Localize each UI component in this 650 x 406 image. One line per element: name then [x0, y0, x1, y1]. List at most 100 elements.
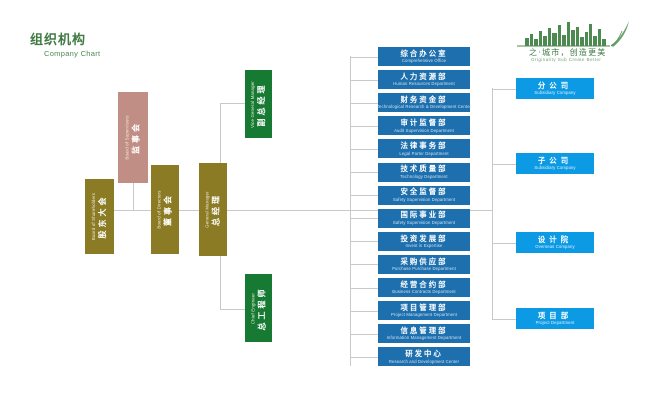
connector-dept-trunk [350, 56, 351, 366]
page-title-cn: 组织机构 [30, 32, 87, 47]
connector-dept-branch [350, 356, 378, 358]
node-board-of-directors[interactable]: 董事会 Board of Directors [151, 165, 179, 254]
node-label-cn: 采购供应部 [400, 256, 448, 266]
node-label-en: Project Management Department [390, 312, 458, 318]
node-label-en: Purchase Purchase Department [392, 266, 456, 272]
node-label-en: Subsidiary Company [534, 90, 576, 96]
node-label-cn: 投资发展部 [400, 233, 448, 243]
node-label-en: Board of Directors [156, 190, 162, 229]
node-label-cn: 副总经理 [257, 82, 267, 127]
node-label-en: Audit Supervision Department [394, 127, 454, 133]
node-label-cn: 研发中心 [405, 349, 443, 359]
city-skyline-icon [517, 21, 629, 47]
connector-subsidiary-trunk [492, 88, 493, 320]
node-label-cn: 综合办公室 [400, 48, 448, 58]
connector-subsidiary-branch [492, 88, 516, 90]
node-general-manager[interactable]: 总经理 General Manager [199, 163, 227, 256]
connector-gm-up [220, 103, 221, 211]
node-label-cn: 项目管理部 [400, 302, 448, 312]
connector-dept-branch [350, 241, 378, 243]
node-board-of-shareholders[interactable]: 股东大会 Board of Shareholders [85, 179, 114, 254]
connector-dept-branch [350, 287, 378, 289]
node-label-cn: 项目部 [537, 310, 573, 320]
page-title: 组织机构 Company Chart [30, 32, 100, 58]
connector-subsidiary-branch [492, 318, 516, 320]
node-label-cn: 设计院 [537, 234, 573, 244]
node-vice-general-manager[interactable]: 副总经理 Vice General Manager [245, 70, 272, 138]
connector-subsidiary-branch [492, 242, 516, 244]
connector-dept-branch [350, 56, 378, 58]
node-label-wrap: 副总经理 Vice General Manager [250, 81, 267, 128]
node-label-cn: 董事会 [163, 193, 173, 227]
node-label-cn: 子公司 [537, 155, 573, 165]
connector-dept-branch [350, 218, 378, 220]
connector-supervisors-down [133, 183, 134, 210]
logo-name-cn: 之·城市，创造更美 [529, 48, 607, 57]
node-label-en: Comprehensive Office [401, 58, 447, 64]
node-label-cn: 股东大会 [98, 194, 108, 239]
node-label-en: Technology Department [400, 173, 448, 179]
connector-chief-engineer-in [220, 309, 245, 310]
connector-vice-manager-in [220, 103, 245, 104]
node-label-cn: 信息管理部 [400, 325, 448, 335]
page-title-en: Company Chart [44, 49, 101, 58]
connector-dept-branch [350, 310, 378, 312]
connector-subsidiary-branch [492, 163, 516, 165]
logo-name-en: Originality Sub Create Better [531, 57, 602, 62]
node-label-wrap: 总工程师 Chief Engineer [250, 286, 267, 330]
connector-spine-to-dept-trunk [276, 210, 350, 211]
node-label-en: Safety Supervision Department [392, 219, 456, 225]
node-label-en: Technological Research & Development Cen… [376, 104, 472, 110]
node-label-cn: 安全监督部 [400, 187, 448, 197]
node-label-cn: 法律事务部 [400, 141, 448, 151]
node-label-en: Safety Supervision Department [392, 196, 456, 202]
node-label-cn: 国际事业部 [400, 210, 448, 220]
node-label-cn: 技术质量部 [400, 164, 448, 174]
node-label-cn: 审计监督部 [400, 118, 448, 128]
node-label-en: Human Resources Department [393, 81, 455, 87]
node-label-en: Invest in Expertise [405, 243, 443, 249]
connector-dept-branch [350, 264, 378, 266]
node-label-en: Subsidiary Company [534, 165, 576, 171]
node-board-of-supervisors[interactable]: 监事会 Board of Supervisors [118, 92, 148, 183]
node-label-wrap: 总经理 General Manager [205, 191, 222, 227]
node-chief-engineer[interactable]: 总工程师 Chief Engineer [245, 274, 272, 342]
node-label-cn: 分公司 [537, 80, 573, 90]
node-label-en: General Manager [204, 191, 210, 228]
node-label-cn: 经营合约部 [400, 279, 448, 289]
node-label-wrap: 董事会 Board of Directors [157, 190, 174, 228]
node-label-wrap: 监事会 Board of Supervisors [125, 115, 142, 159]
node-label-en: Information Management Department [386, 335, 462, 341]
company-logo: 之·城市，创造更美 Originality Sub Create Better [515, 18, 640, 70]
connector-dept-branch [350, 172, 378, 173]
connector-main-spine [94, 210, 394, 211]
connector-dept-branch [350, 195, 378, 197]
connector-gm-down [220, 210, 221, 309]
node-label-en: Vice General Manager [250, 80, 256, 128]
node-label-en: Business Contracts Department [392, 289, 456, 295]
connector-spine-to-subsidiary-trunk [468, 210, 492, 211]
node-label-cn: 财务资金部 [400, 94, 448, 104]
node-label-cn: 人力资源部 [400, 71, 448, 81]
node-label-en: Board of Shareholders [91, 192, 97, 241]
connector-dept-branch [350, 125, 378, 127]
